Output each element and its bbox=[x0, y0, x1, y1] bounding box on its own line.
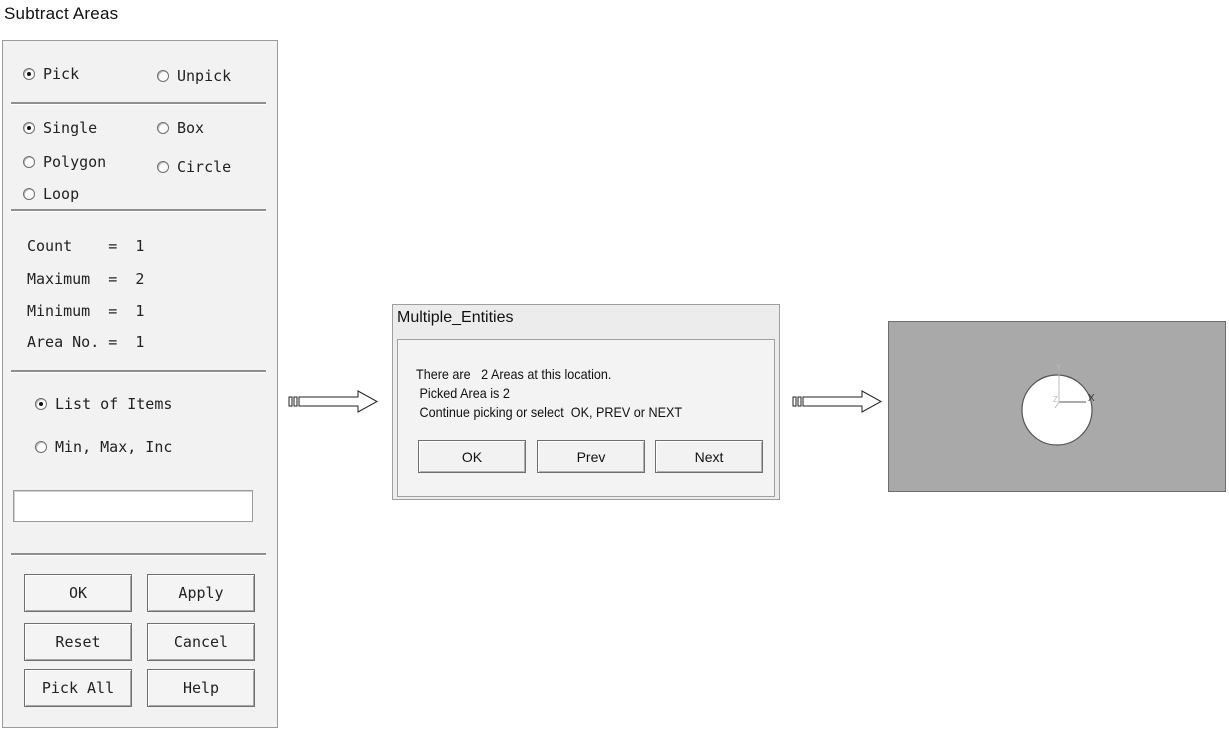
x-axis-label: X bbox=[1088, 393, 1095, 404]
dialog-message-line: Picked Area is 2 bbox=[416, 385, 510, 401]
z-axis-label: Z bbox=[1053, 395, 1058, 404]
polygon-radio[interactable]: Polygon bbox=[23, 153, 106, 171]
dialog-title: Multiple_Entities bbox=[397, 309, 514, 326]
unpick-radio-indicator[interactable] bbox=[157, 70, 169, 82]
minimum-readout: Minimum = 1 bbox=[27, 302, 145, 320]
dialog-next-button[interactable]: Next bbox=[655, 440, 763, 473]
count-readout: Count = 1 bbox=[27, 237, 145, 255]
graphics-viewport[interactable]: X Y Z bbox=[888, 321, 1226, 492]
separator bbox=[11, 102, 266, 105]
ok-button[interactable]: OK bbox=[24, 574, 132, 612]
separator bbox=[11, 553, 266, 556]
z-axis-line bbox=[1054, 401, 1060, 409]
unpick-label: Unpick bbox=[177, 67, 232, 85]
box-label: Box bbox=[177, 119, 205, 137]
circle-label: Circle bbox=[177, 158, 232, 176]
cancel-button[interactable]: Cancel bbox=[147, 623, 255, 661]
pick-radio-indicator[interactable] bbox=[23, 68, 35, 80]
single-radio-indicator[interactable] bbox=[23, 122, 35, 134]
pick-label: Pick bbox=[43, 65, 80, 83]
dialog-ok-button[interactable]: OK bbox=[418, 440, 526, 473]
single-radio[interactable]: Single bbox=[23, 119, 97, 137]
polygon-label: Polygon bbox=[43, 153, 107, 171]
box-radio-indicator[interactable] bbox=[157, 122, 169, 134]
unpick-radio[interactable]: Unpick bbox=[157, 67, 231, 85]
separator bbox=[11, 370, 266, 373]
polygon-radio-indicator[interactable] bbox=[23, 156, 35, 168]
pick-all-button[interactable]: Pick All bbox=[24, 669, 132, 707]
panel-title: Subtract Areas bbox=[4, 4, 119, 23]
maximum-readout: Maximum = 2 bbox=[27, 270, 145, 288]
single-label: Single bbox=[43, 119, 98, 137]
subtract-areas-panel: Pick Unpick Single Box Polygon Circle Lo… bbox=[2, 40, 278, 728]
right-arrow-icon bbox=[792, 390, 883, 413]
y-axis-label: Y bbox=[1056, 363, 1062, 372]
loop-radio-indicator[interactable] bbox=[23, 188, 35, 200]
box-radio[interactable]: Box bbox=[157, 119, 204, 137]
multiple-entities-dialog: Multiple_Entities There are 2 Areas at t… bbox=[392, 304, 780, 500]
reset-button[interactable]: Reset bbox=[24, 623, 132, 661]
min-max-inc-label: Min, Max, Inc bbox=[55, 438, 173, 456]
model-canvas: X Y Z bbox=[1021, 363, 1095, 446]
min-max-inc-radio-indicator[interactable] bbox=[35, 441, 47, 453]
dialog-message-line: There are 2 Areas at this location. bbox=[416, 366, 612, 382]
dialog-body: There are 2 Areas at this location. Pick… bbox=[397, 339, 775, 497]
help-button[interactable]: Help bbox=[147, 669, 255, 707]
list-of-items-label: List of Items bbox=[55, 395, 173, 413]
separator bbox=[11, 209, 266, 212]
dialog-prev-button[interactable]: Prev bbox=[537, 440, 645, 473]
apply-button[interactable]: Apply bbox=[147, 574, 255, 612]
circle-radio[interactable]: Circle bbox=[157, 158, 231, 176]
loop-label: Loop bbox=[43, 185, 80, 203]
min-max-inc-radio[interactable]: Min, Max, Inc bbox=[35, 438, 172, 456]
loop-radio[interactable]: Loop bbox=[23, 185, 79, 203]
list-of-items-radio-indicator[interactable] bbox=[35, 398, 47, 410]
list-of-items-radio[interactable]: List of Items bbox=[35, 395, 172, 413]
pick-radio[interactable]: Pick bbox=[23, 65, 79, 83]
area-no-readout: Area No. = 1 bbox=[27, 333, 145, 351]
dialog-message-line: Continue picking or select OK, PREV or N… bbox=[416, 404, 683, 420]
item-input-field[interactable] bbox=[13, 490, 253, 522]
right-arrow-icon bbox=[288, 390, 379, 413]
circle-radio-indicator[interactable] bbox=[157, 161, 169, 173]
picked-area-circle bbox=[1021, 374, 1093, 446]
